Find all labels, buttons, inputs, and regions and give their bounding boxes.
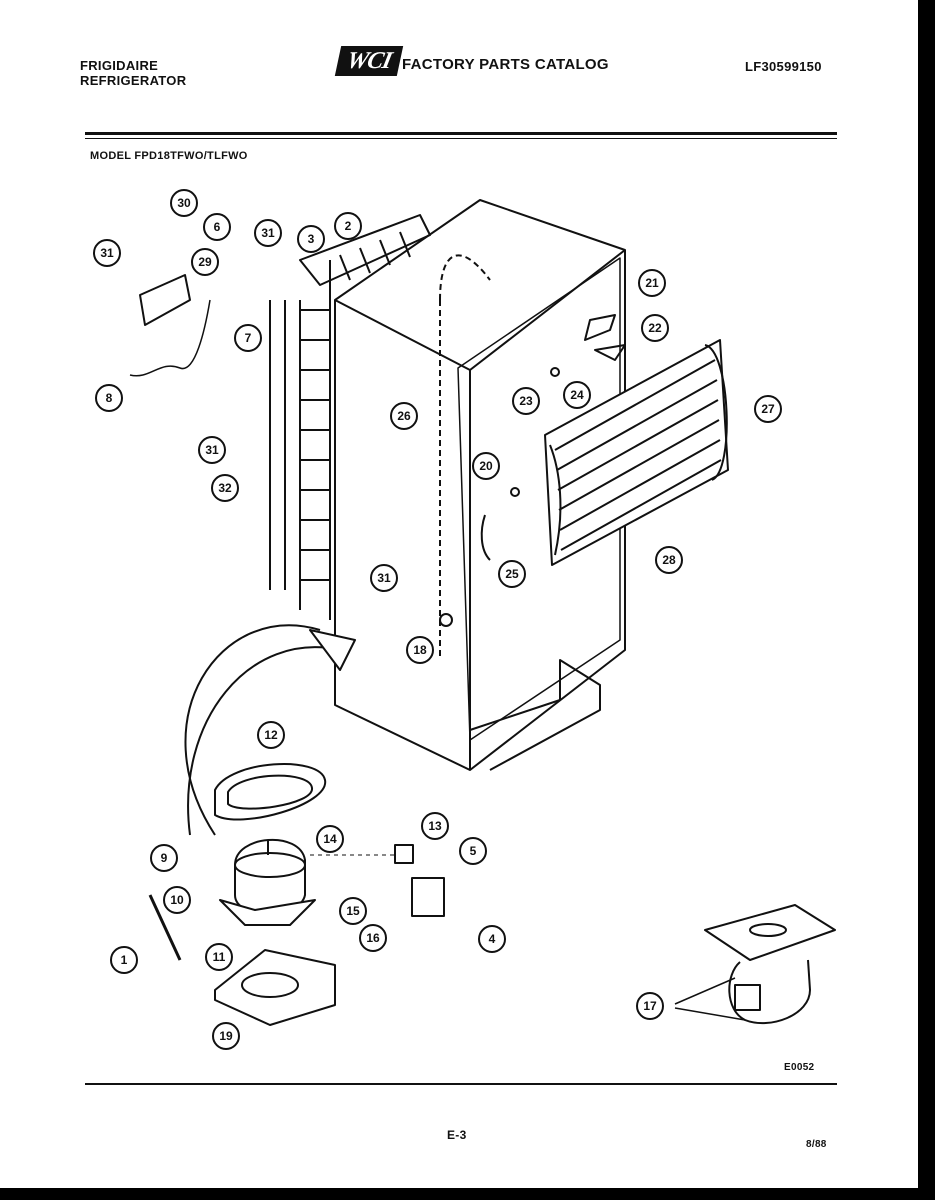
compressor-assembly-17 — [704, 904, 836, 1025]
callout-label: 2 — [345, 219, 352, 233]
brand-name: FRIGIDAIRE — [80, 58, 159, 73]
callout-label: 28 — [662, 553, 676, 567]
callout-label: 29 — [198, 255, 212, 269]
page-number: E-3 — [447, 1128, 467, 1142]
callout-label: 22 — [648, 321, 662, 335]
callout-label: 6 — [214, 220, 221, 234]
callout-label: 4 — [489, 932, 496, 946]
evaporator-coil — [544, 339, 729, 566]
callout-label: 3 — [308, 232, 315, 246]
header-rule-thick — [85, 132, 837, 135]
catalog-page: FRIGIDAIRE REFRIGERATOR WCI FACTORY PART… — [0, 0, 918, 1188]
brand-block: FRIGIDAIRE REFRIGERATOR — [80, 58, 186, 88]
compressor-tray — [214, 949, 336, 1026]
footer-rule — [85, 1083, 837, 1085]
callout-label: 14 — [323, 832, 337, 846]
callout-label: 31 — [377, 571, 391, 585]
callout-label: 31 — [100, 246, 114, 260]
callout-label: 9 — [161, 851, 168, 865]
callout-label: 23 — [519, 394, 533, 408]
product-type: REFRIGERATOR — [80, 73, 187, 88]
capacitor-part — [411, 877, 445, 917]
condenser-coil — [269, 214, 431, 620]
callout-label: 21 — [645, 276, 659, 290]
date-code: 8/88 — [806, 1139, 827, 1150]
relay-part — [394, 844, 414, 864]
callout-circles — [93, 189, 782, 1050]
catalog-number: LF30599150 — [745, 59, 822, 74]
callout-label: 16 — [366, 931, 380, 945]
callout-label: 12 — [264, 728, 278, 742]
diagram-code: E0052 — [784, 1062, 815, 1073]
cabinet-body — [334, 199, 626, 771]
callout-label: 19 — [219, 1029, 233, 1043]
callout-label: 1 — [121, 953, 128, 967]
callout-label: 32 — [218, 481, 232, 495]
callout-label: 26 — [397, 409, 411, 423]
bracket-part — [139, 274, 191, 326]
callout-labels: 30 6 31 29 31 3 2 7 8 31 32 21 22 23 24 … — [100, 196, 775, 1043]
callout-label: 25 — [505, 567, 519, 581]
callout-label: 31 — [261, 226, 275, 240]
drain-tube — [184, 624, 321, 836]
catalog-title: FACTORY PARTS CATALOG — [402, 56, 609, 73]
callout-label: 5 — [470, 844, 477, 858]
callout-label: 20 — [479, 459, 493, 473]
callout-label: 10 — [170, 893, 184, 907]
callout-label: 15 — [346, 904, 360, 918]
callout-label: 17 — [643, 999, 657, 1013]
callout-label: 31 — [205, 443, 219, 457]
callout-label: 7 — [245, 331, 252, 345]
callout-label: 11 — [213, 950, 226, 964]
callout-label: 8 — [106, 391, 113, 405]
callout-label: 30 — [177, 196, 191, 210]
model-number: MODEL FPD18TFWO/TLFWO — [90, 150, 248, 162]
callout-label: 18 — [413, 643, 427, 657]
callout-label: 24 — [570, 388, 584, 402]
compressor — [219, 839, 316, 926]
exploded-parts-diagram: 30 6 31 29 31 3 2 7 8 31 32 21 22 23 24 … — [93, 189, 836, 1050]
drain-pan — [214, 763, 327, 821]
callout-label: 13 — [428, 819, 442, 833]
callout-label: 27 — [761, 402, 775, 416]
header-rule-thin — [85, 138, 837, 139]
